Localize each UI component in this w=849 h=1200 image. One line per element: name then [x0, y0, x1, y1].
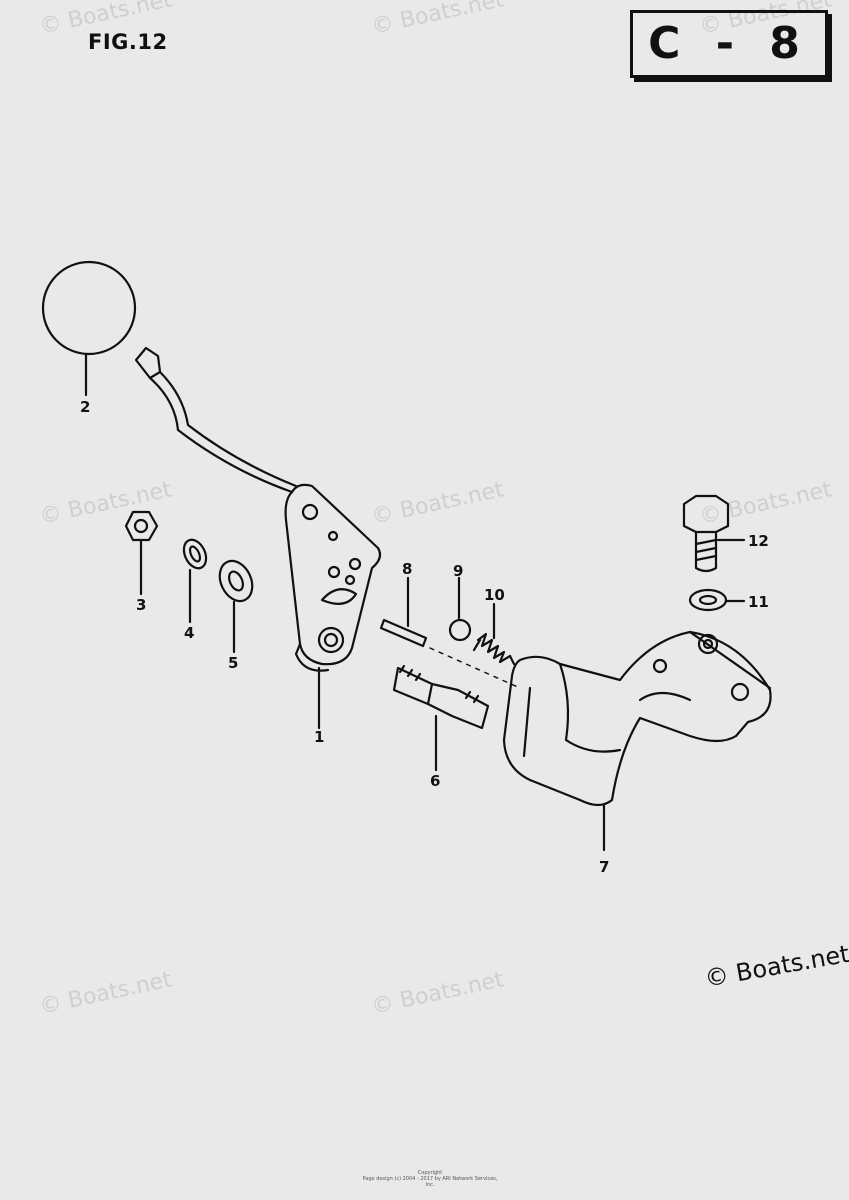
- callout-5: 5: [228, 654, 239, 672]
- callout-2: 2: [80, 398, 91, 416]
- ball-part: [448, 576, 472, 642]
- callout-11: 11: [748, 593, 769, 611]
- callout-10: 10: [484, 586, 505, 604]
- stud-part: [392, 664, 490, 772]
- callout-4: 4: [184, 624, 195, 642]
- figure-title: FIG.12: [88, 30, 168, 54]
- bracket-part: [502, 630, 772, 852]
- nut-part: [124, 510, 159, 596]
- copyright-label: Copyright: [417, 1170, 443, 1176]
- copyright-footer: Copyright Page design (c) 2004 - 2017 by…: [360, 1170, 500, 1188]
- spring-part: [472, 602, 516, 666]
- callout-3: 3: [136, 596, 147, 614]
- callout-9: 9: [453, 562, 464, 580]
- callout-6: 6: [430, 772, 441, 790]
- spring-washer-part: [688, 588, 746, 612]
- callout-8: 8: [402, 560, 413, 578]
- callout-12: 12: [748, 532, 769, 550]
- lock-washer-part: [182, 538, 208, 624]
- bolt-part: [682, 494, 746, 573]
- callout-7: 7: [599, 858, 610, 876]
- washer-part: [218, 559, 254, 654]
- shift-lever-part: [134, 346, 382, 730]
- pin-part: [379, 576, 428, 648]
- shift-knob-part: [41, 260, 137, 397]
- callout-1: 1: [314, 728, 325, 746]
- copyright-text: Page design (c) 2004 - 2017 by ARI Netwo…: [362, 1176, 498, 1188]
- figure-code-box: C - 8: [630, 10, 828, 78]
